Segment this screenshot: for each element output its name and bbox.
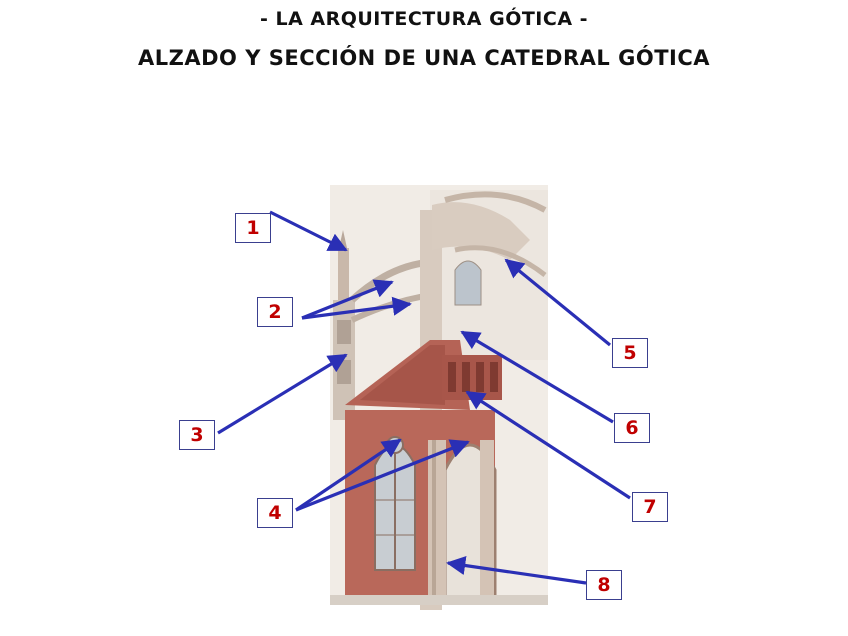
label-7: 7 bbox=[632, 492, 668, 522]
label-3: 3 bbox=[179, 420, 215, 450]
label-4: 4 bbox=[257, 498, 293, 528]
label-5: 5 bbox=[612, 338, 648, 368]
arrow-3 bbox=[218, 355, 346, 433]
label-2: 2 bbox=[257, 297, 293, 327]
label-8: 8 bbox=[586, 570, 622, 600]
label-1: 1 bbox=[235, 213, 271, 243]
cathedral-illustration bbox=[330, 185, 548, 610]
label-6: 6 bbox=[614, 413, 650, 443]
